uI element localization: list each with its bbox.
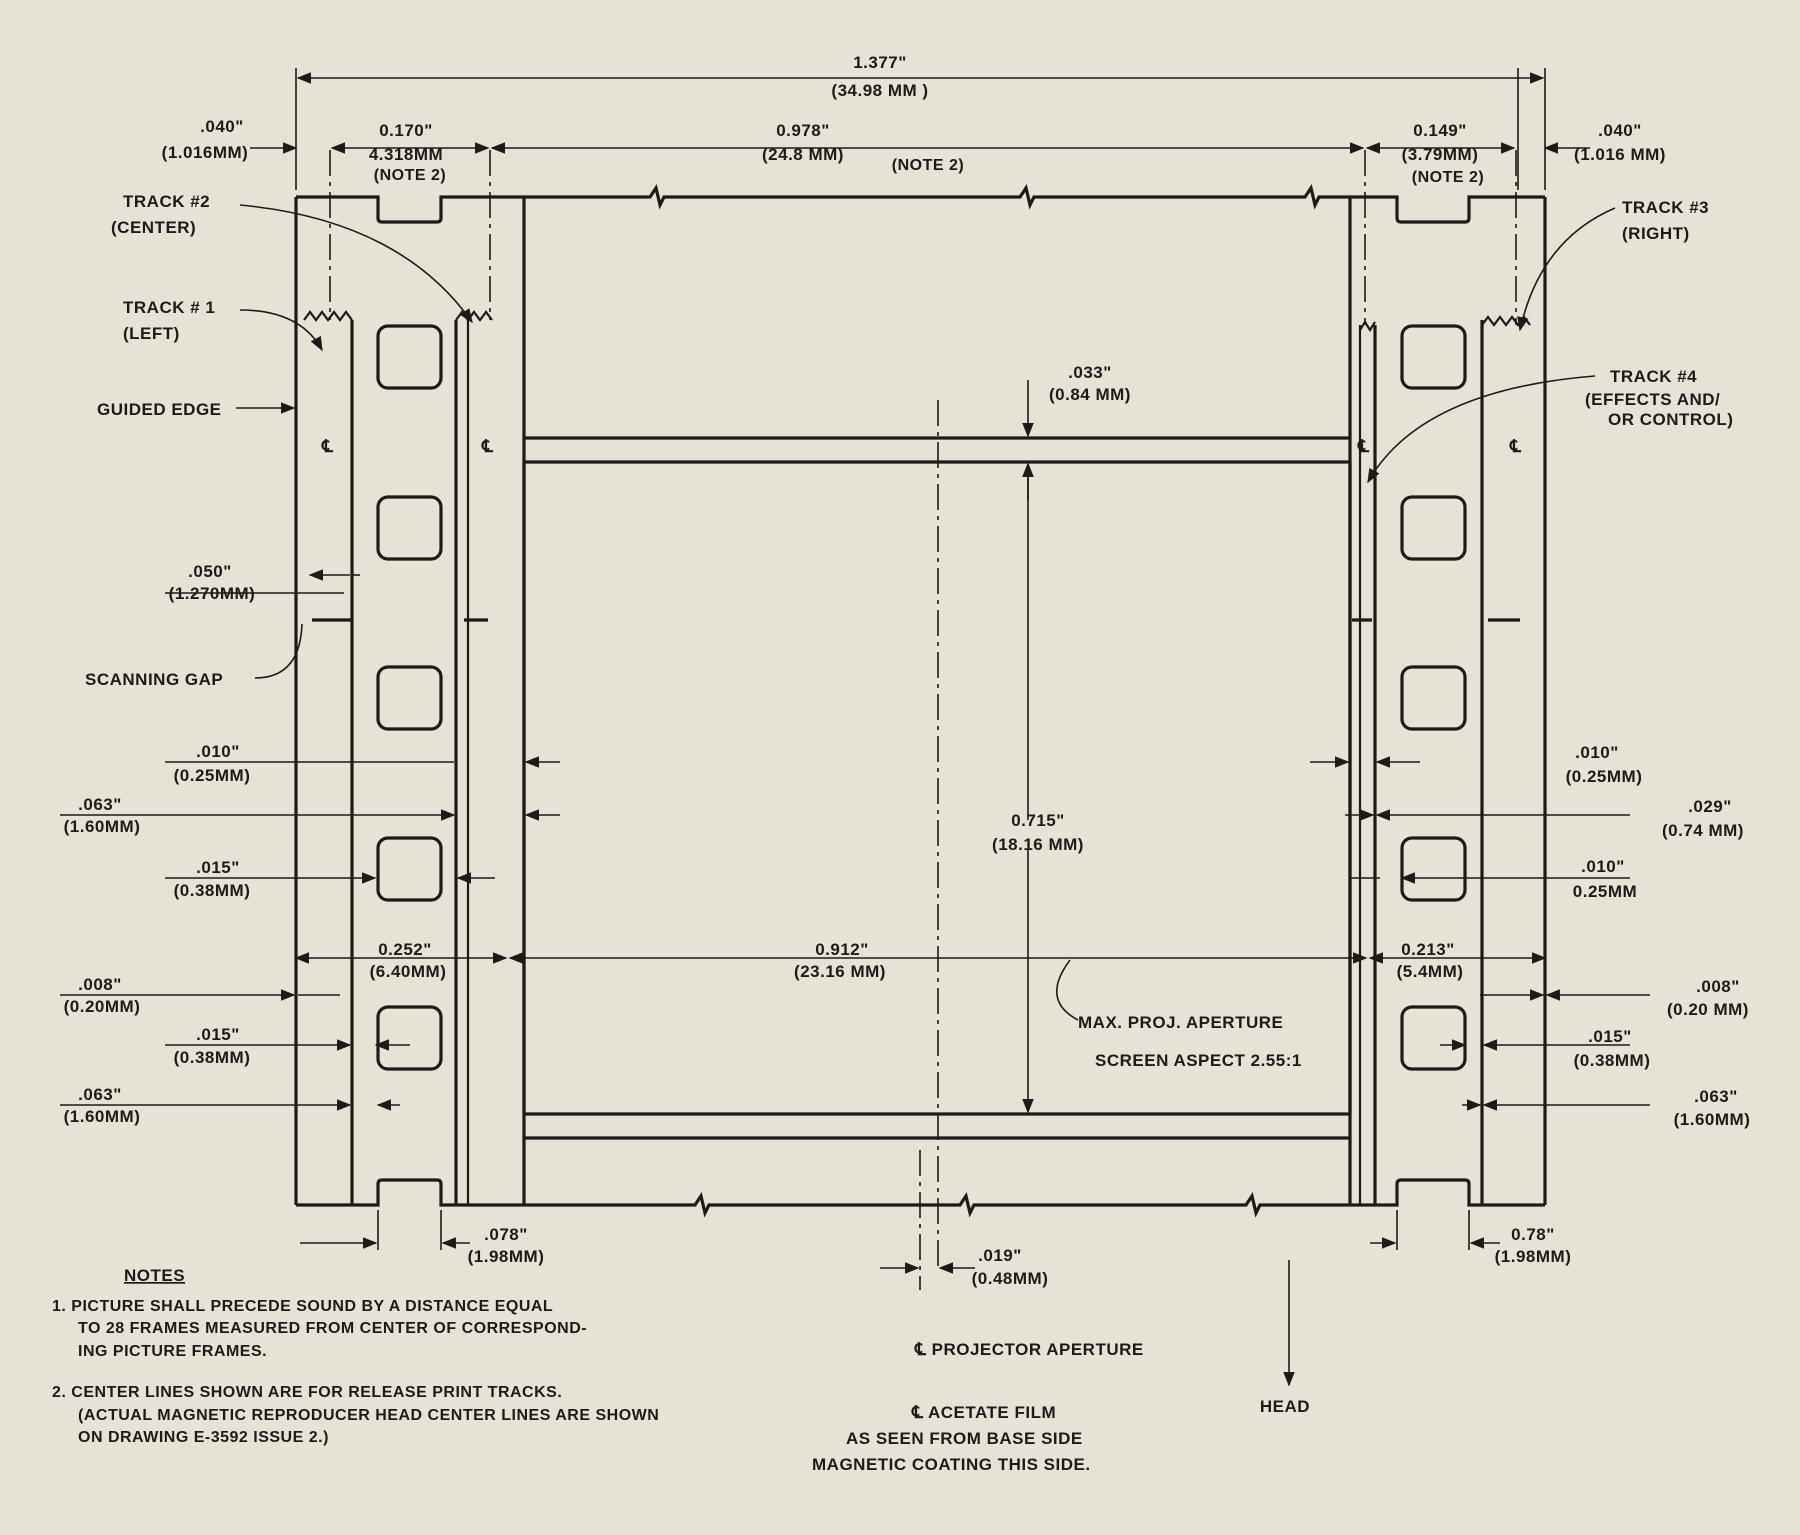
- cl-symbol: ℄: [1509, 437, 1522, 456]
- dim-l-010-mm: (0.25MM): [174, 766, 251, 785]
- dim-l-015a-mm: (0.38MM): [174, 881, 251, 900]
- dim-r-010b-mm: 0.25MM: [1573, 882, 1637, 901]
- dim-l-063a-mm: (1.60MM): [64, 817, 141, 836]
- dim-r-010a-in: .010": [1575, 743, 1619, 762]
- top-dimension-lines: [250, 68, 1590, 190]
- track3-sub: (RIGHT): [1622, 224, 1690, 243]
- dim-r-010a-mm: (0.25MM): [1566, 767, 1643, 786]
- dim-left-span-in: 0.252": [378, 940, 432, 959]
- track2-sub: (CENTER): [111, 218, 196, 237]
- track2-label: TRACK #2: [123, 192, 210, 211]
- dim-track2-mm: 4.318MM: [369, 145, 443, 164]
- dim-edge-right-in: .040": [1598, 121, 1642, 140]
- dim-019-in: .019": [978, 1246, 1022, 1265]
- dim-l-063b-in: .063": [78, 1085, 122, 1104]
- dim-l-063a-in: .063": [78, 795, 122, 814]
- dim-track2-note: (NOTE 2): [374, 167, 446, 184]
- head-label: HEAD: [1260, 1397, 1310, 1416]
- dim-track3-in: 0.149": [1413, 121, 1467, 140]
- track4-sub2: OR CONTROL): [1608, 410, 1733, 429]
- dim-track2-in: 0.170": [379, 121, 433, 140]
- cl-symbol: ℄: [1357, 437, 1370, 456]
- dim-track3-mm: (3.79MM): [1402, 145, 1479, 164]
- dim-r-010b-in: .010": [1581, 857, 1625, 876]
- dim-perf-r-in: 0.78": [1511, 1225, 1555, 1244]
- acetate-label-3: MAGNETIC COATING THIS SIDE.: [812, 1455, 1091, 1474]
- track3-label: TRACK #3: [1622, 198, 1709, 217]
- film-strip-outline: [294, 184, 1547, 1218]
- dim-r-008-mm: (0.20 MM): [1667, 1000, 1749, 1019]
- dim-050-mm: (1.270MM): [169, 584, 256, 603]
- track-center-lines: [329, 150, 1517, 1290]
- dim-r-029-in: .029": [1688, 797, 1732, 816]
- dim-r-063-mm: (1.60MM): [1674, 1110, 1751, 1129]
- dim-ap-width-in: 0.912": [815, 940, 869, 959]
- dim-center-mm: (24.8 MM): [762, 145, 844, 164]
- dim-r-015-in: .015": [1588, 1027, 1632, 1046]
- note-1-line-2: TO 28 FRAMES MEASURED FROM CENTER OF COR…: [78, 1320, 587, 1337]
- dim-perf-l-in: .078": [484, 1225, 528, 1244]
- track1-sub: (LEFT): [123, 324, 180, 343]
- dim-050-in: .050": [188, 562, 232, 581]
- dim-l-015a-in: .015": [196, 858, 240, 877]
- track4-sub1: (EFFECTS AND/: [1585, 390, 1720, 409]
- notes-title: NOTES: [124, 1266, 185, 1285]
- dim-left-span-mm: (6.40MM): [370, 962, 447, 981]
- acetate-label-2: AS SEEN FROM BASE SIDE: [846, 1429, 1083, 1448]
- dim-center-in: 0.978": [776, 121, 830, 140]
- dim-total-mm: (34.98 MM ): [831, 81, 928, 100]
- acetate-label-1: ℄ ACETATE FILM: [911, 1403, 1056, 1422]
- dim-715-mm: (18.16 MM): [992, 835, 1084, 854]
- max-aperture-label: MAX. PROJ. APERTURE: [1078, 1013, 1283, 1032]
- notes-block: NOTES 1. PICTURE SHALL PRECEDE SOUND BY …: [52, 1266, 659, 1446]
- dim-total-in: 1.377": [853, 53, 907, 72]
- dim-r-029-mm: (0.74 MM): [1662, 821, 1744, 840]
- note-1-line-3: ING PICTURE FRAMES.: [78, 1343, 267, 1360]
- dim-edge-left-in: .040": [200, 117, 244, 136]
- dim-l-010-in: .010": [196, 742, 240, 761]
- dim-edge-left-mm: (1.016MM): [162, 143, 249, 162]
- dim-center-note: (NOTE 2): [892, 157, 964, 174]
- left-small-dim-lines: [60, 569, 560, 1111]
- dim-track3-note: (NOTE 2): [1412, 169, 1484, 186]
- scanning-gap-label: SCANNING GAP: [85, 670, 223, 689]
- dim-033-mm: (0.84 MM): [1049, 385, 1131, 404]
- dim-r-008-in: .008": [1696, 977, 1740, 996]
- track1-label: TRACK # 1: [123, 298, 215, 317]
- track4-label: TRACK #4: [1610, 367, 1697, 386]
- dim-right-span-mm: (5.4MM): [1397, 962, 1464, 981]
- leader-lines: [236, 204, 1616, 1387]
- dim-033-in: .033": [1068, 363, 1112, 382]
- perforations-left: [376, 324, 443, 1071]
- dim-715-in: 0.715": [1011, 811, 1065, 830]
- perforations-right: [1400, 324, 1467, 1071]
- dim-perf-l-mm: (1.98MM): [468, 1247, 545, 1266]
- dim-019-mm: (0.48MM): [972, 1269, 1049, 1288]
- cl-symbol: ℄: [321, 437, 334, 456]
- guided-edge-label: GUIDED EDGE: [97, 400, 222, 419]
- perf-bottom-dim-lines: [300, 1210, 1500, 1274]
- cl-symbol: ℄: [481, 437, 494, 456]
- dim-perf-r-mm: (1.98MM): [1495, 1247, 1572, 1266]
- dim-l-015b-in: .015": [196, 1025, 240, 1044]
- note-1-line-1: 1. PICTURE SHALL PRECEDE SOUND BY A DIST…: [52, 1298, 553, 1315]
- projector-aperture-label: ℄ PROJECTOR APERTURE: [914, 1340, 1144, 1359]
- note-2-line-2: (ACTUAL MAGNETIC REPRODUCER HEAD CENTER …: [78, 1407, 659, 1424]
- dim-r-015-mm: (0.38MM): [1574, 1051, 1651, 1070]
- note-2-line-3: ON DRAWING E-3592 ISSUE 2.): [78, 1429, 329, 1446]
- dim-l-063b-mm: (1.60MM): [64, 1107, 141, 1126]
- right-small-dim-lines: [1310, 756, 1650, 1111]
- dim-ap-width-mm: (23.16 MM): [794, 962, 886, 981]
- dim-l-008-mm: (0.20MM): [64, 997, 141, 1016]
- dim-right-span-in: 0.213": [1401, 940, 1455, 959]
- dim-l-008-in: .008": [78, 975, 122, 994]
- aspect-label: SCREEN ASPECT 2.55:1: [1095, 1051, 1302, 1070]
- dim-l-015b-mm: (0.38MM): [174, 1048, 251, 1067]
- dim-r-063-in: .063": [1694, 1087, 1738, 1106]
- centerline-symbols: ℄ ℄ ℄ ℄: [321, 437, 1522, 456]
- dim-edge-right-mm: (1.016 MM): [1574, 145, 1666, 164]
- note-2-line-1: 2. CENTER LINES SHOWN ARE FOR RELEASE PR…: [52, 1384, 562, 1401]
